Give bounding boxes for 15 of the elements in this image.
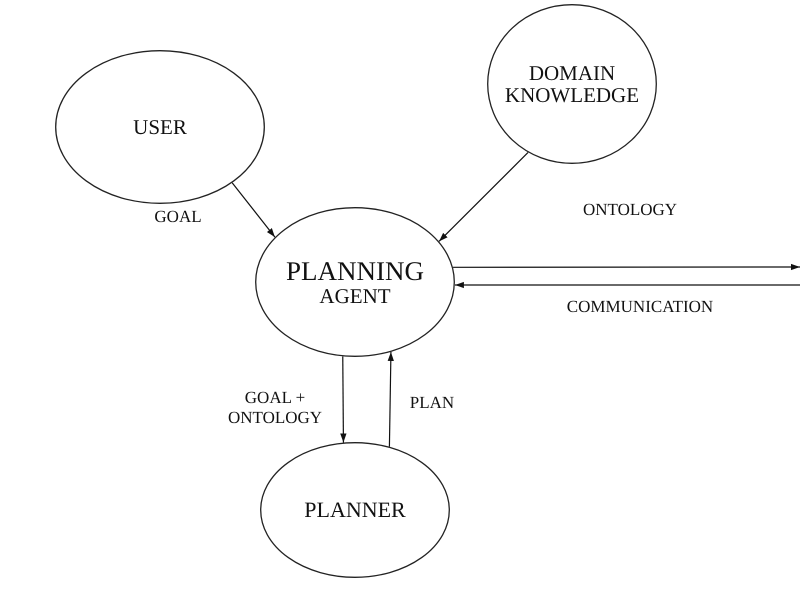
node-label: USER xyxy=(133,116,187,138)
node-label: PLANNER xyxy=(304,498,406,522)
arrow xyxy=(232,182,276,238)
ellipse-node xyxy=(260,442,450,578)
arrow xyxy=(438,152,528,242)
arrow xyxy=(340,356,346,442)
node-label: PLANNING xyxy=(286,256,424,286)
node-label: DOMAIN KNOWLEDGE xyxy=(504,62,640,106)
ellipse-node xyxy=(255,207,455,357)
arrow xyxy=(453,264,800,270)
arrow xyxy=(454,282,800,288)
arrow xyxy=(388,352,394,447)
ellipse-node xyxy=(487,4,657,164)
node-label: AGENT xyxy=(319,285,391,308)
ellipse-node xyxy=(55,50,265,204)
